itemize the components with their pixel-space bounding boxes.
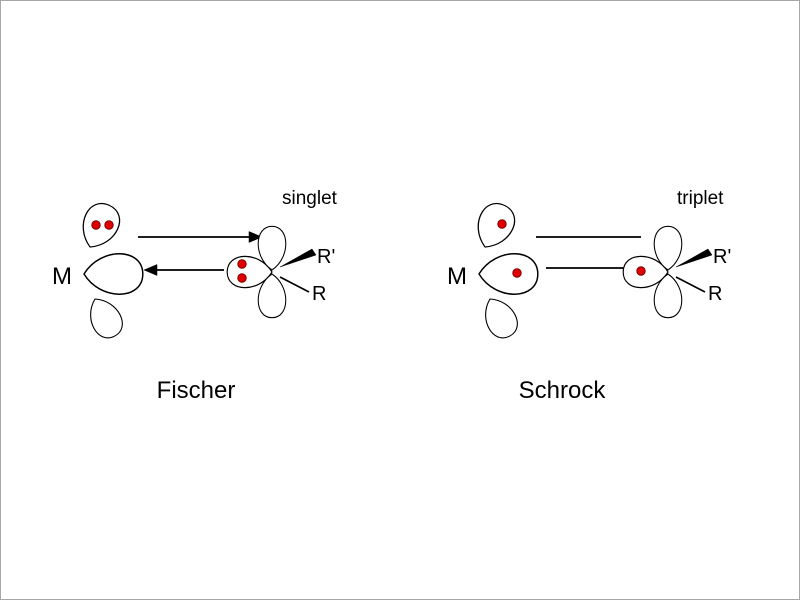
spin-state-label: triplet: [677, 188, 724, 209]
complex-name-label: Schrock: [519, 377, 607, 404]
electron-dot: [237, 259, 247, 269]
metal-d-orbital-middle-lobe: [478, 253, 539, 295]
electron-dot: [104, 220, 114, 230]
metal-d-orbital-top-lobe: [468, 197, 521, 256]
substituent-r-label: R: [312, 283, 326, 305]
spin-state-label: singlet: [282, 188, 338, 209]
substituent-r-prime-label: R': [713, 246, 731, 268]
metal-d-orbital-bottom-lobe: [81, 291, 129, 344]
r-prime-bond-wedge: [675, 248, 713, 268]
sigma-donation-arrowhead: [143, 264, 158, 276]
metal-label: M: [52, 263, 72, 290]
metal-d-orbital-middle-lobe: [83, 253, 144, 295]
r-prime-bond-wedge: [279, 248, 317, 268]
fischer-panel: singlet M R' R Fischer: [52, 188, 338, 404]
electron-dot: [91, 220, 101, 230]
electron-dot: [636, 266, 646, 276]
r-bond-line: [279, 276, 310, 293]
substituent-r-label: R: [708, 283, 722, 305]
metal-label: M: [447, 263, 467, 290]
schrock-panel: triplet M R' R Schrock: [447, 188, 731, 404]
r-bond-line: [675, 276, 706, 293]
complex-name-label: Fischer: [157, 377, 236, 404]
substituent-r-prime-label: R': [317, 246, 335, 268]
electron-dot: [512, 268, 522, 278]
metal-d-orbital-bottom-lobe: [476, 291, 524, 344]
electron-dot: [497, 219, 507, 229]
pi-backdonation-arrowhead: [248, 231, 263, 243]
electron-dot: [237, 273, 247, 283]
